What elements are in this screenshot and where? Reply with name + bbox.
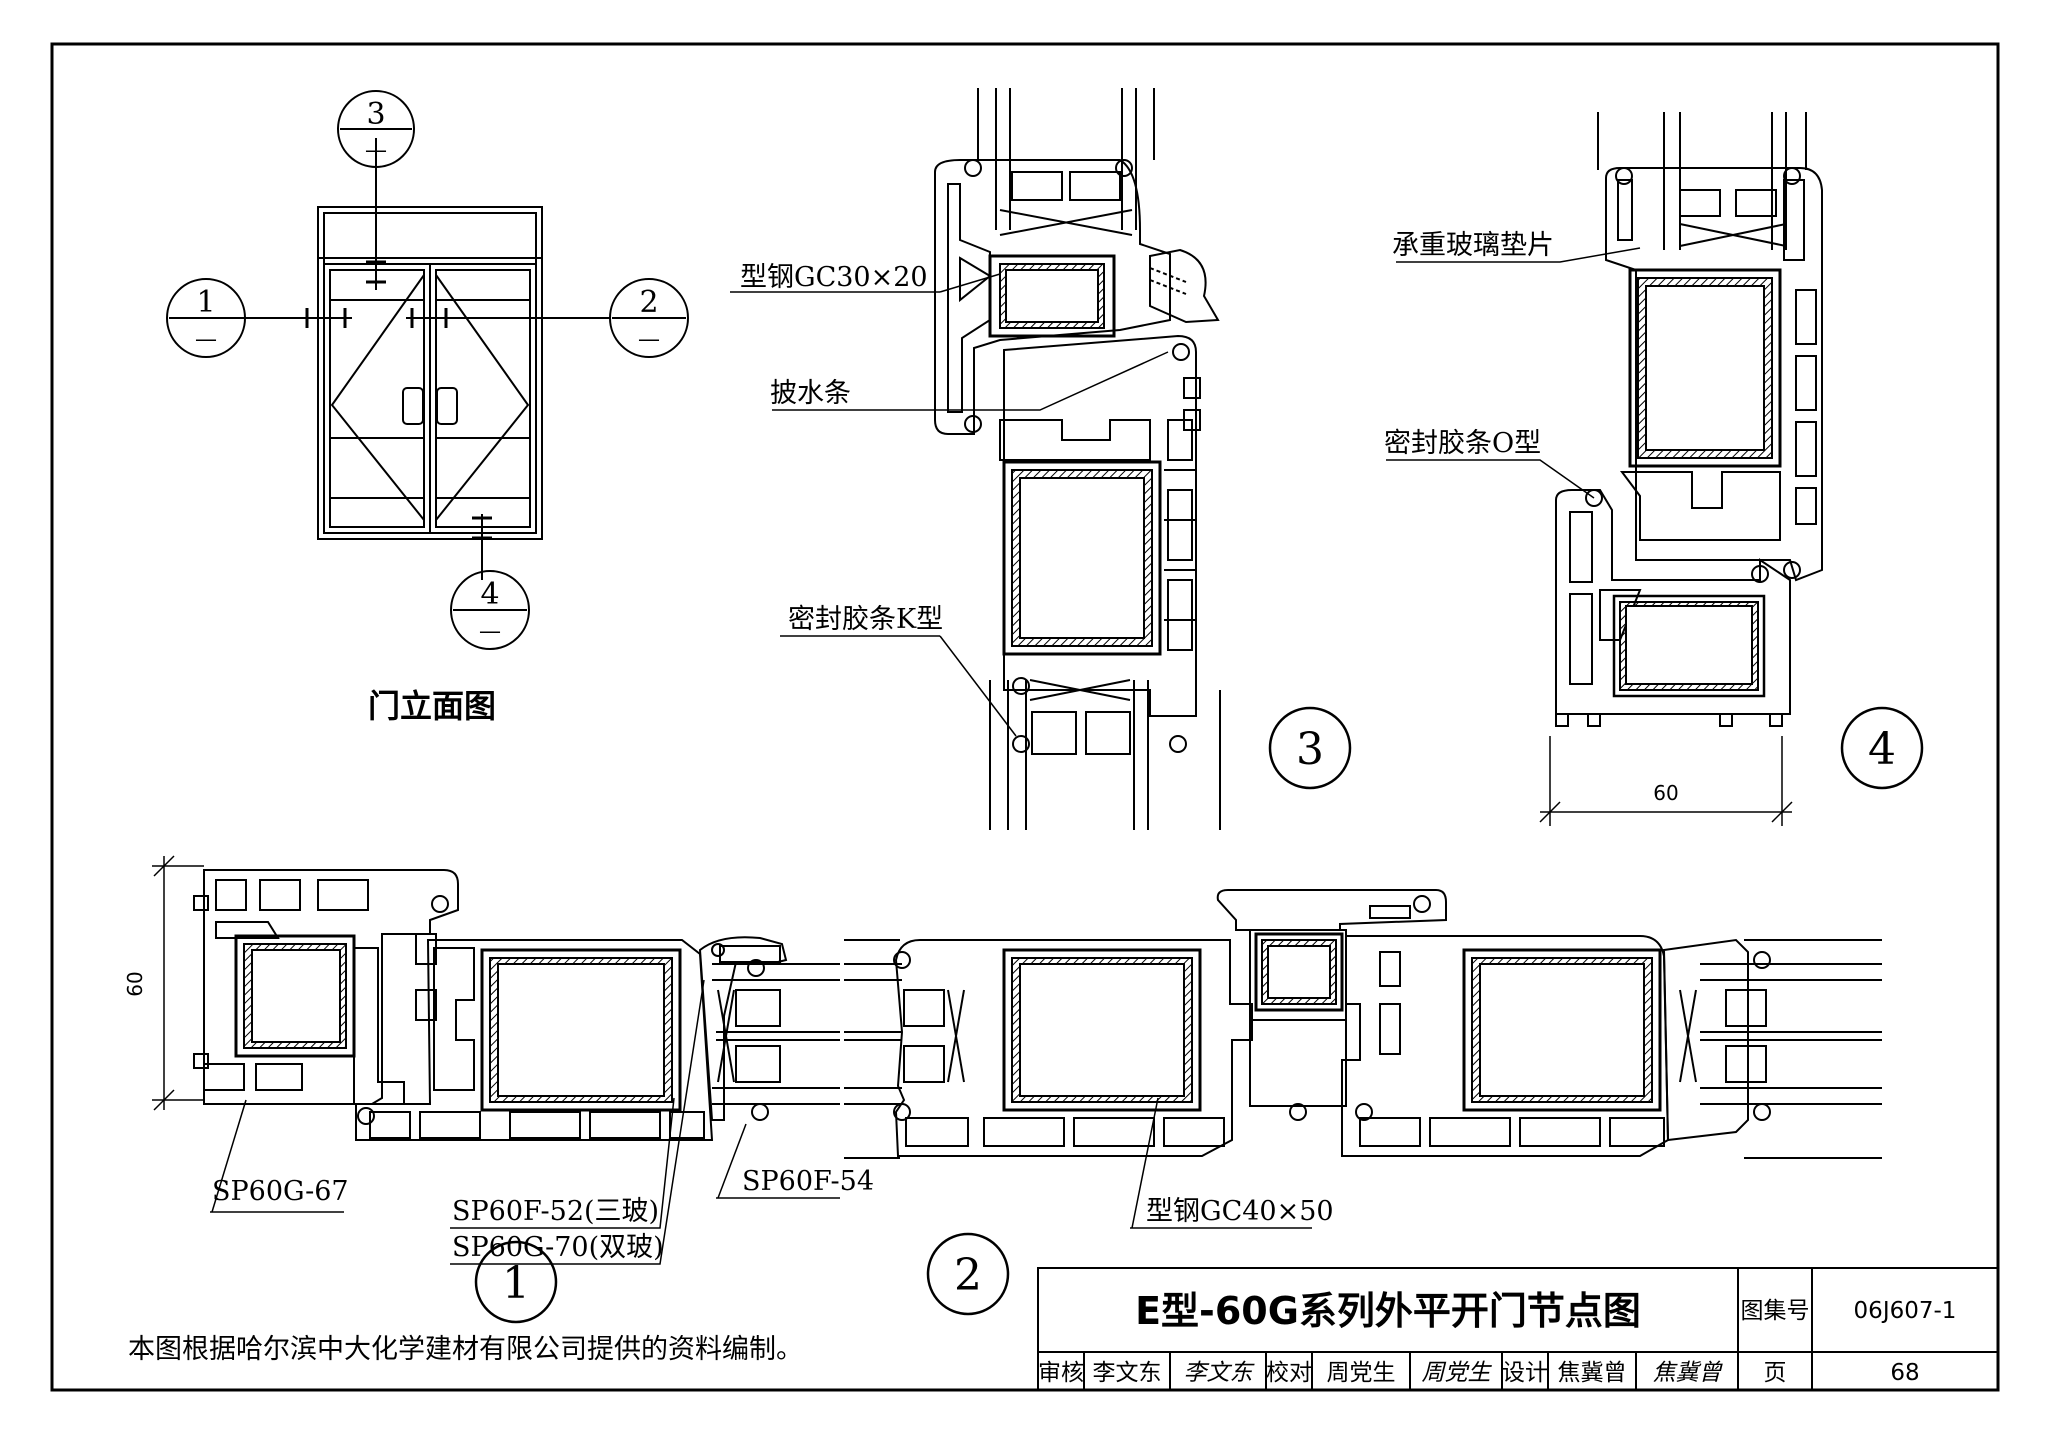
callout-4-number: 4 — [480, 577, 499, 612]
source-note: 本图根据哈尔滨中大化学建材有限公司提供的资料编制。 — [128, 1334, 803, 1365]
label-seal-o: 密封胶条O型 — [1384, 428, 1541, 459]
detail-1-drawing — [193, 869, 840, 1141]
label-glass-setting-block: 承重玻璃垫片 — [1392, 230, 1554, 261]
detail-3-drawing — [934, 88, 1221, 830]
callout-4: 4 — — [450, 570, 530, 650]
svg-text:4: 4 — [1868, 724, 1896, 775]
label-sp60f-54: SP60F-54 — [742, 1166, 874, 1197]
svg-text:3: 3 — [1296, 724, 1324, 775]
callout-1-sub: — — [195, 327, 217, 352]
door-elevation — [215, 138, 610, 580]
dimension-detail4-width: 60 — [1653, 781, 1678, 805]
reviewer-signature: 李文东 — [1184, 1360, 1256, 1386]
title-block — [1037, 1267, 1999, 1391]
detail-2-drawing — [844, 889, 1882, 1159]
sheet-border — [50, 42, 2000, 1392]
label-sp60f-52: SP60F-52(三玻) — [452, 1196, 659, 1227]
designer-name: 焦冀曾 — [1558, 1360, 1627, 1386]
svg-text:1: 1 — [502, 1258, 530, 1309]
svg-text:2: 2 — [954, 1250, 982, 1301]
checker-signature: 周党生 — [1422, 1360, 1493, 1386]
detail-1-dimension — [152, 855, 204, 1111]
atlas-label: 图集号 — [1741, 1298, 1810, 1324]
review-label: 审核 — [1038, 1360, 1084, 1386]
detail-4-drawing — [1555, 112, 1823, 727]
label-steel-gc30x20: 型钢GC30×20 — [740, 262, 928, 293]
label-seal-k: 密封胶条K型 — [788, 604, 943, 635]
page-number: 68 — [1890, 1360, 1919, 1386]
detail-1-leaders — [210, 979, 840, 1265]
detail-2-number: 2 — [926, 1232, 1010, 1316]
label-sp60g-70: SP60G-70(双玻) — [452, 1232, 664, 1263]
callout-3-number: 3 — [366, 97, 385, 132]
detail-3-number: 3 — [1268, 706, 1352, 790]
detail-1-number: 1 — [474, 1240, 558, 1324]
design-label: 设计 — [1502, 1360, 1548, 1386]
detail-4-number: 4 — [1840, 706, 1924, 790]
callout-4-sub: — — [479, 619, 501, 644]
checker-name: 周党生 — [1327, 1360, 1396, 1386]
dimension-detail1-height: 60 — [123, 971, 147, 996]
elevation-caption: 门立面图 — [368, 687, 496, 725]
label-sp60g-67: SP60G-67 — [212, 1176, 349, 1207]
designer-signature: 焦冀曾 — [1653, 1360, 1724, 1386]
label-steel-gc40x50: 型钢GC40×50 — [1146, 1196, 1334, 1227]
callout-3: 3 — — [337, 90, 415, 168]
callout-2-number: 2 — [639, 285, 658, 320]
detail-4-leaders — [1386, 247, 1641, 499]
label-drip-strip: 披水条 — [770, 378, 851, 409]
check-label: 校对 — [1266, 1360, 1312, 1386]
detail-3-leaders — [730, 273, 1169, 737]
callout-2: 2 — — [609, 278, 689, 358]
detail-2-leaders — [1130, 1097, 1312, 1229]
callout-1-number: 1 — [196, 285, 215, 320]
callout-1: 1 — — [166, 278, 246, 358]
page-label: 页 — [1764, 1360, 1787, 1386]
callout-3-sub: — — [365, 138, 387, 163]
drawing-title: E型-60G系列外平开门节点图 — [1135, 1289, 1641, 1333]
atlas-number: 06J607-1 — [1854, 1298, 1957, 1324]
callout-2-sub: — — [638, 327, 660, 352]
reviewer-name: 李文东 — [1093, 1360, 1162, 1386]
detail-4-dimension — [1539, 736, 1793, 826]
